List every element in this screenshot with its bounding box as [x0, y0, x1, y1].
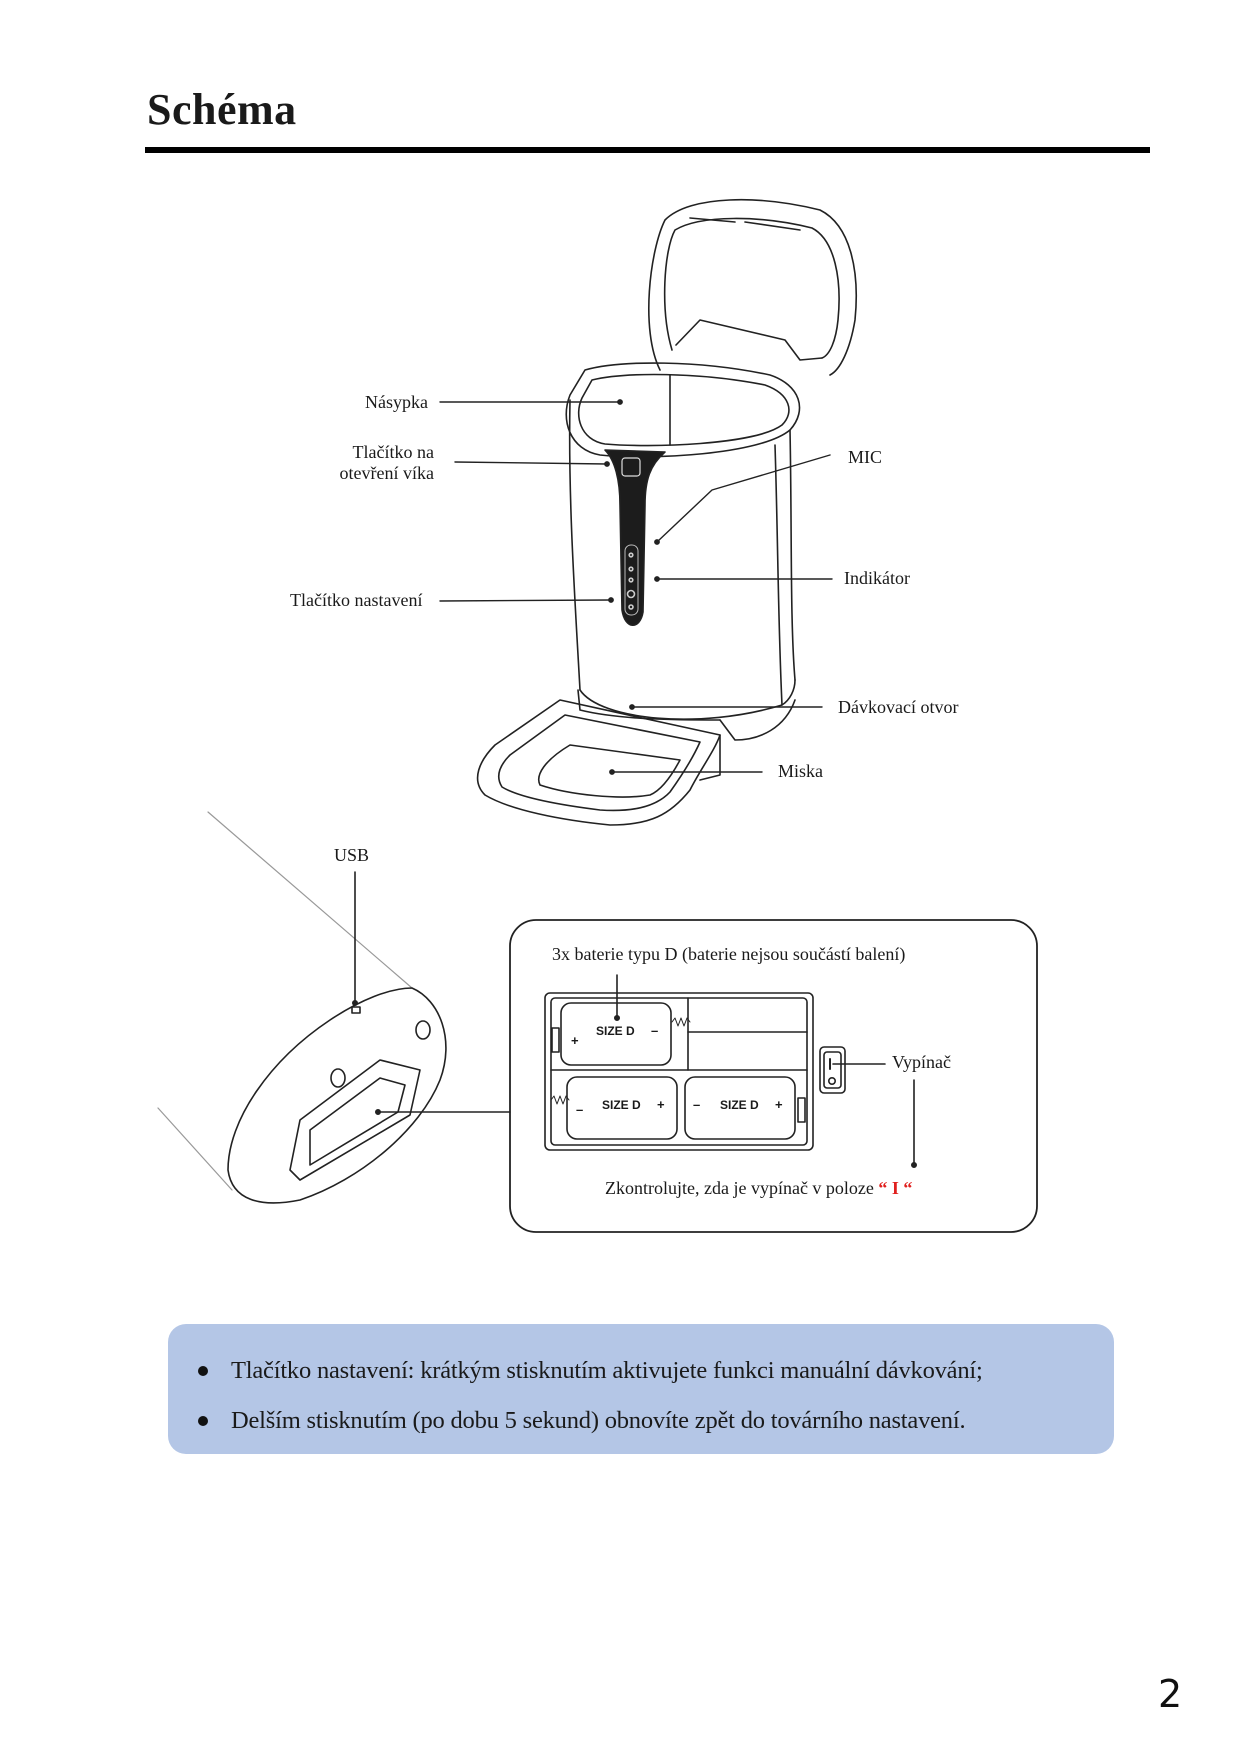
battery-top-size: SIZE D — [596, 1024, 635, 1038]
note-item: Tlačítko nastavení: krátkým stisknutím a… — [194, 1346, 1114, 1396]
switch-check-text: Zkontrolujte, zda je vypínač v poloze “ … — [605, 1178, 912, 1199]
battery-note: 3x baterie typu D (baterie nejsou součás… — [552, 944, 906, 964]
title-underline — [145, 147, 1150, 153]
battery-bl-minus: – — [576, 1102, 584, 1117]
bowl-drawing — [476, 699, 721, 826]
feeder-body-drawing — [565, 362, 801, 741]
note-text: Tlačítko nastavení: krátkým stisknutím a… — [231, 1357, 983, 1384]
bullet-icon — [198, 1416, 208, 1426]
label-mic: MIC — [848, 447, 883, 467]
label-bowl: Miska — [778, 761, 823, 781]
feeder-bottom-drawing — [157, 811, 511, 1204]
page-title: Schéma — [147, 85, 297, 134]
battery-callout-box — [509, 919, 1038, 1233]
feeder-leader-lines — [439, 399, 833, 775]
label-switch: Vypínač — [892, 1052, 951, 1072]
battery-br-plus: + — [775, 1097, 783, 1112]
label-usb: USB — [334, 845, 370, 865]
label-settings-button: Tlačítko nastavení — [290, 590, 423, 610]
label-lid-button-line2: otevření víka — [339, 462, 434, 483]
label-lid-button-line1: Tlačítko na — [352, 442, 434, 462]
control-strip-drawing — [604, 449, 666, 627]
power-switch — [819, 1046, 846, 1094]
battery-top — [560, 1002, 672, 1066]
battery-bottom-right — [684, 1076, 796, 1140]
battery-br-minus: – — [693, 1097, 701, 1112]
notes-box: Tlačítko nastavení: krátkým stisknutím a… — [168, 1324, 1114, 1454]
battery-top-minus: – — [651, 1023, 659, 1038]
battery-bl-plus: + — [657, 1097, 665, 1112]
battery-br-size: SIZE D — [720, 1098, 759, 1112]
battery-compartment-drawing — [544, 974, 917, 1169]
note-text: Delším stisknutím (po dobu 5 sekund) obn… — [231, 1407, 966, 1434]
page-number: 2 — [1158, 1672, 1183, 1716]
battery-top-plus: + — [571, 1033, 579, 1048]
open-lid-drawing — [648, 198, 858, 376]
battery-bl-size: SIZE D — [602, 1098, 641, 1112]
switch-check-highlight: “ I “ — [878, 1178, 913, 1198]
label-dispensing-outlet: Dávkovací otvor — [838, 697, 959, 717]
battery-bottom-left — [566, 1076, 678, 1140]
label-hopper: Násypka — [365, 392, 428, 412]
note-item: Delším stisknutím (po dobu 5 sekund) obn… — [194, 1396, 1114, 1446]
label-indicator: Indikátor — [844, 568, 910, 588]
bullet-icon — [198, 1366, 208, 1376]
notes-list: Tlačítko nastavení: krátkým stisknutím a… — [168, 1324, 1114, 1446]
label-lid-button: Tlačítko na otevření víka — [330, 442, 434, 483]
switch-check-main: Zkontrolujte, zda je vypínač v poloze — [605, 1178, 874, 1198]
